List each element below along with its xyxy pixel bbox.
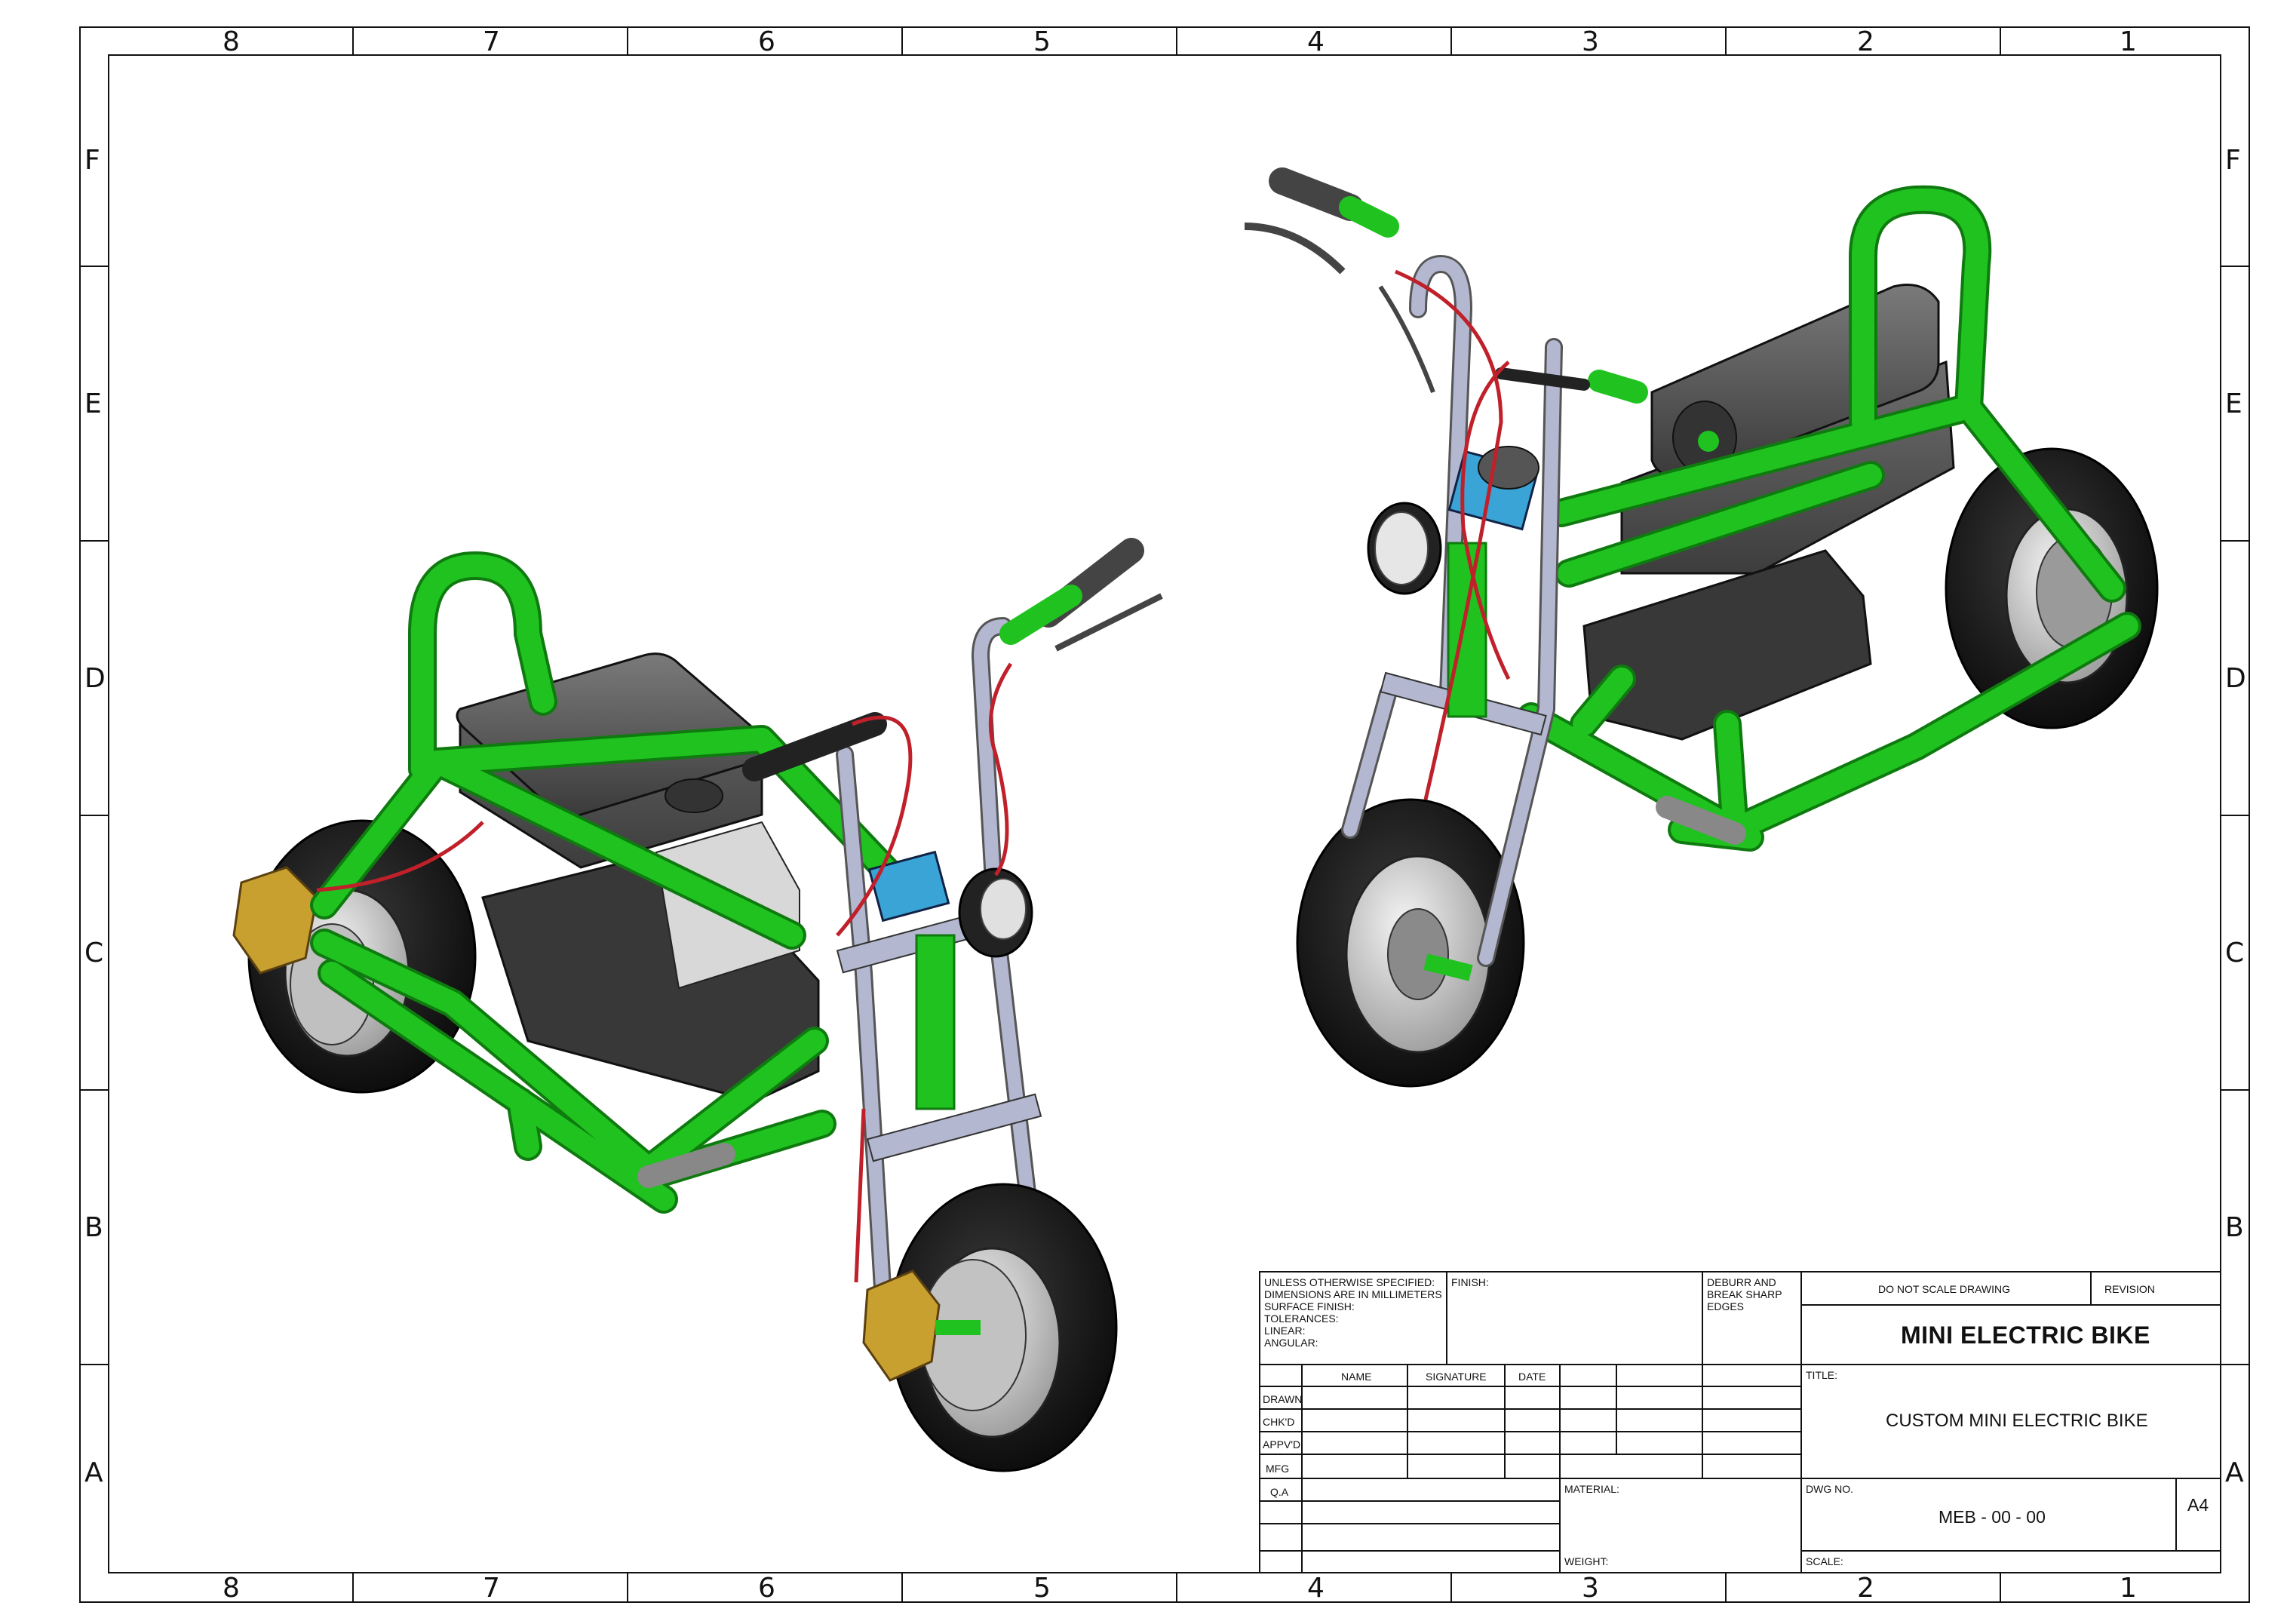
zone-row-d-right: D bbox=[2225, 663, 2246, 694]
rear-caliper bbox=[232, 866, 318, 975]
brake-lever bbox=[1054, 593, 1163, 652]
fork-bottom-plate bbox=[866, 1093, 1042, 1162]
zone-col-3-bottom: 3 bbox=[1582, 1573, 1599, 1604]
dwg-no-label: DWG NO. bbox=[1806, 1483, 1853, 1495]
steering-tube-2 bbox=[1447, 542, 1487, 718]
zone-col-7-top: 7 bbox=[483, 26, 500, 57]
brake-cable-1 bbox=[836, 715, 913, 937]
inner-border bbox=[108, 54, 2221, 1573]
left-grip-2 bbox=[1269, 167, 1364, 221]
left-grip-collar-2 bbox=[1339, 196, 1399, 238]
zone-row-f-left: F bbox=[84, 145, 100, 176]
row-checked: CHK'D bbox=[1263, 1416, 1295, 1428]
zone-col-5-top: 5 bbox=[1033, 26, 1051, 57]
zone-col-3-top: 3 bbox=[1582, 26, 1599, 57]
right-grip-collar-2 bbox=[1588, 370, 1648, 404]
zone-row-a-left: A bbox=[84, 1457, 103, 1488]
zone-col-4-bottom: 4 bbox=[1307, 1573, 1325, 1604]
stem-cap-2 bbox=[1478, 446, 1539, 490]
do-not-scale-note: DO NOT SCALE DRAWING bbox=[1878, 1283, 2011, 1295]
zone-col-8-bottom: 8 bbox=[223, 1573, 240, 1604]
zone-row-d-left: D bbox=[84, 663, 106, 694]
brake-cable-2b bbox=[1460, 361, 1511, 680]
bike-view-right bbox=[1244, 167, 2159, 1088]
row-qa: Q.A bbox=[1270, 1486, 1289, 1498]
row-drawn: DRAWN bbox=[1263, 1393, 1303, 1405]
title-block-lines bbox=[1259, 1271, 2221, 1573]
zone-col-2-top: 2 bbox=[1857, 26, 1874, 57]
bike-view-left bbox=[232, 538, 1163, 1472]
zone-row-a-right: A bbox=[2225, 1457, 2244, 1488]
zone-row-e-right: E bbox=[2225, 388, 2242, 419]
frame-tubes-2 bbox=[1520, 188, 2138, 849]
zone-ticks bbox=[80, 27, 2249, 1602]
tolerance-note: UNLESS OTHERWISE SPECIFIED: DIMENSIONS A… bbox=[1264, 1276, 1442, 1349]
brake-cable-3 bbox=[854, 1108, 866, 1283]
col-name-header: NAME bbox=[1341, 1371, 1372, 1383]
right-control-2 bbox=[1495, 367, 1590, 391]
front-hub-2 bbox=[1387, 908, 1449, 1000]
throttle-cable-2 bbox=[1378, 285, 1435, 394]
title-label: TITLE: bbox=[1806, 1369, 1838, 1381]
steering-tube bbox=[915, 934, 956, 1110]
weight-label: WEIGHT: bbox=[1564, 1555, 1609, 1567]
sheet-size: A4 bbox=[2187, 1495, 2209, 1515]
left-grip bbox=[742, 712, 887, 781]
row-mfg: MFG bbox=[1266, 1463, 1290, 1475]
frame-footrest bbox=[637, 1143, 735, 1188]
drawing-title: CUSTOM MINI ELECTRIC BIKE bbox=[1886, 1411, 2148, 1431]
zone-row-c-left: C bbox=[84, 938, 104, 969]
brake-cable-2a bbox=[1395, 269, 1503, 800]
zone-col-6-top: 6 bbox=[758, 26, 775, 57]
brake-cable-4 bbox=[316, 821, 484, 892]
frame-footrest-2 bbox=[1656, 796, 1746, 845]
right-grip-collar bbox=[999, 585, 1082, 645]
zone-col-7-bottom: 7 bbox=[483, 1573, 500, 1604]
zone-col-1-bottom: 1 bbox=[2120, 1573, 2137, 1604]
zone-row-e-left: E bbox=[84, 388, 102, 419]
headlight-lens bbox=[980, 878, 1027, 940]
stem-clamp bbox=[867, 850, 950, 923]
front-caliper bbox=[862, 1269, 941, 1382]
zone-row-c-right: C bbox=[2225, 938, 2245, 969]
col-date-header: DATE bbox=[1518, 1371, 1546, 1383]
seat-cap-2 bbox=[1698, 431, 1719, 452]
deburr-note: DEBURR AND BREAK SHARP EDGES bbox=[1707, 1276, 1782, 1313]
seat-rear-roll bbox=[665, 778, 723, 813]
col-signature-header: SIGNATURE bbox=[1426, 1371, 1487, 1383]
finish-label: FINISH: bbox=[1451, 1276, 1489, 1288]
zone-col-2-bottom: 2 bbox=[1857, 1573, 1874, 1604]
material-label: MATERIAL: bbox=[1564, 1483, 1619, 1495]
brake-lever-2 bbox=[1244, 223, 1346, 275]
scale-label: SCALE: bbox=[1806, 1555, 1843, 1567]
company-name: MINI ELECTRIC BIKE bbox=[1901, 1322, 2150, 1349]
brake-cable-2 bbox=[988, 662, 1013, 876]
headlight-lens-2 bbox=[1374, 511, 1429, 585]
row-approved: APPV'D bbox=[1263, 1438, 1301, 1451]
dwg-no-value: MEB - 00 - 00 bbox=[1939, 1507, 2046, 1527]
zone-col-8-top: 8 bbox=[223, 26, 240, 57]
zone-col-4-top: 4 bbox=[1307, 26, 1325, 57]
zone-col-6-bottom: 6 bbox=[758, 1573, 775, 1604]
zone-col-1-top: 1 bbox=[2120, 26, 2137, 57]
zone-row-b-left: B bbox=[84, 1212, 103, 1243]
zone-row-f-right: F bbox=[2225, 145, 2241, 176]
zone-row-b-right: B bbox=[2225, 1212, 2244, 1243]
zone-col-5-bottom: 5 bbox=[1033, 1573, 1051, 1604]
revision-label: REVISION bbox=[2104, 1283, 2155, 1295]
front-axle-2 bbox=[1423, 953, 1473, 981]
